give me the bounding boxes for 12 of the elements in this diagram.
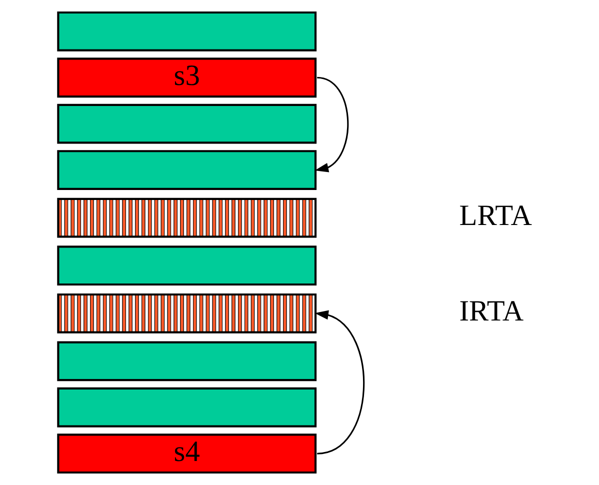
node-bar bbox=[57, 150, 317, 190]
arrow bbox=[314, 76, 349, 172]
node-box: s4 bbox=[57, 434, 317, 474]
node-bar bbox=[57, 104, 317, 144]
label: LRTA bbox=[459, 200, 532, 232]
node-bar bbox=[57, 341, 317, 382]
node-bar bbox=[57, 11, 317, 52]
node-box: s3 bbox=[57, 58, 317, 98]
arrow bbox=[314, 310, 364, 454]
label: IRTA bbox=[459, 296, 524, 328]
node-bar bbox=[57, 387, 317, 428]
node-bar bbox=[57, 246, 317, 286]
